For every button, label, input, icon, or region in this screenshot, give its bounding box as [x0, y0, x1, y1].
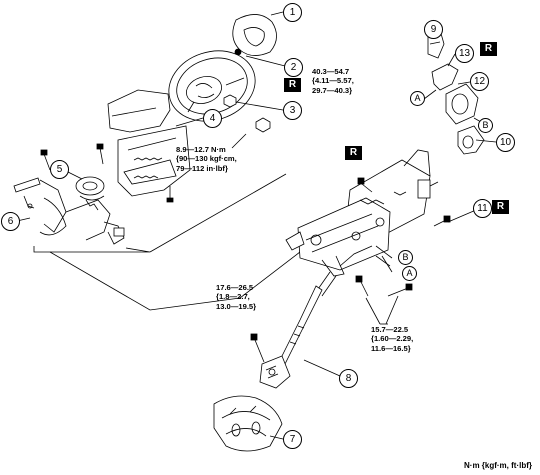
- torque-spec-column-bolts: 15.7—22.5{1.60—2.29,11.6—16.5}: [371, 325, 414, 353]
- callout-1: 1: [283, 3, 302, 22]
- callout-10: 10: [496, 133, 515, 152]
- torque-spec-shaft-bolt: 17.6—26.5{1.8—2.7,13.0—19.5}: [216, 283, 257, 311]
- marker-a-lock: A: [410, 91, 425, 106]
- replace-badge-column: R: [345, 146, 362, 160]
- callout-12: 12: [470, 72, 489, 91]
- torque-spec-cover-screw: 8.9—12.7 N·m{90—130 kgf·cm,79—112 in·lbf…: [176, 145, 237, 173]
- marker-b-lock: B: [478, 118, 493, 133]
- marker-b-column: B: [398, 250, 413, 265]
- torque-spec-wheel-nut: 40.3—54.7{4.11—5.57,29.7—40.3}: [312, 67, 354, 95]
- units-legend: N·m {kgf·m, ft·lbf}: [464, 461, 532, 470]
- dust-boot: [213, 395, 283, 452]
- callout-6: 6: [1, 212, 20, 231]
- callout-11: 11: [473, 199, 492, 218]
- callout-13: 13: [455, 44, 474, 63]
- callout-2: 2: [284, 58, 303, 77]
- replace-badge-wheel: R: [284, 78, 301, 92]
- marker-a-column: A: [402, 266, 417, 281]
- callout-9: 9: [424, 20, 443, 39]
- intermediate-shaft: [259, 285, 323, 389]
- replace-badge-bolt: R: [492, 200, 509, 214]
- callout-7: 7: [283, 430, 302, 449]
- callout-8: 8: [339, 369, 358, 388]
- combination-switch: [13, 177, 125, 245]
- clock-spring: [75, 176, 105, 201]
- callout-4: 4: [203, 109, 222, 128]
- callout-5: 5: [50, 160, 69, 179]
- replace-badge-lock: R: [480, 42, 497, 56]
- steering-wheel-pad: [232, 14, 277, 57]
- steering-column-assembly: [285, 149, 439, 297]
- column-cover: [107, 89, 191, 197]
- callout-3: 3: [283, 101, 302, 120]
